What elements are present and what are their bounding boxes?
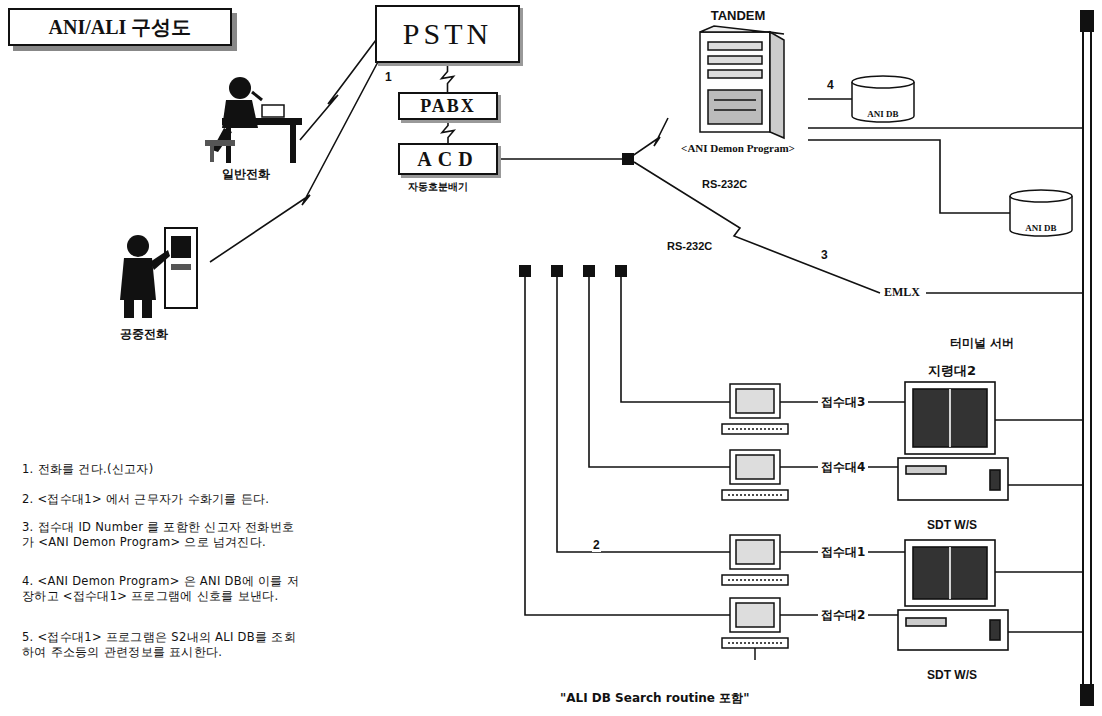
connector-line: [808, 140, 1010, 213]
port-squares: [519, 153, 634, 277]
phone-links: [210, 40, 380, 262]
callout-number: 2: [592, 538, 601, 552]
node-text: ACD: [417, 148, 478, 171]
callout-number: 4: [826, 78, 835, 92]
connector-line: [498, 118, 668, 159]
step-text: 2. <접수대1> 에서 근무자가 수화기를 든다.: [22, 492, 302, 507]
terminal-label: 접수대2: [818, 607, 868, 624]
connector-line: [442, 63, 454, 92]
terminal-label: 접수대4: [818, 459, 868, 476]
desk-phone-person: [205, 77, 302, 163]
node-text: 지령대2: [928, 362, 976, 380]
phone-line: [300, 40, 376, 140]
node-text: ANI DB: [1025, 223, 1056, 233]
switch-box: PABX: [398, 92, 498, 120]
node-text: TANDEM: [711, 8, 766, 23]
phone-line: [210, 58, 380, 262]
step-text: 5. <접수대1> 프로그램은 S2내의 ALI DB를 조회하여 주소등의 관…: [22, 630, 302, 660]
connector-line: [442, 120, 454, 143]
device-label: 터미널 서버: [950, 335, 1014, 352]
diagram-title: ANI/ALI 구성도: [49, 14, 192, 41]
node-text: ANI DB: [867, 109, 898, 119]
callout-number: 1: [384, 70, 393, 84]
device-label: EMLX: [882, 285, 922, 300]
workstation-icons: [898, 382, 1008, 650]
server-node: TANDEM <ANI Demon Program>: [668, 8, 808, 154]
signal-label: RS-232C: [700, 178, 749, 190]
node-text: PABX: [420, 96, 476, 117]
device-label: 자동호분배기: [408, 180, 468, 194]
title-box: ANI/ALI 구성도: [8, 8, 232, 46]
database-node: ANI DB: [1010, 188, 1072, 238]
database-node: ANI DB: [852, 74, 914, 124]
workstation-node: SDT W/S: [893, 532, 1011, 682]
bus-and-wires: [525, 10, 1094, 706]
signal-label: RS-232C: [665, 240, 714, 252]
node-subtext: SDT W/S: [927, 518, 977, 532]
payphone-person: [120, 228, 197, 318]
switch-box: ACD: [398, 143, 498, 175]
workstation-node: 지령대2SDT W/S: [893, 362, 1011, 532]
network-box: PSTN: [375, 5, 520, 63]
step-text: 1. 전화를 건다.(신고자): [22, 462, 302, 477]
note-text: "ALI DB Search routine 포함": [560, 690, 749, 707]
database-cylinder: [852, 76, 1072, 236]
phone-label: 일반전화: [222, 166, 270, 183]
node-text: SDT W/S: [927, 668, 977, 682]
step-text: 3. 접수대 ID Number 를 포함한 신고자 전화번호가 <ANI De…: [22, 520, 302, 550]
connector-line: [808, 98, 852, 100]
step-text: 4. <ANI Demon Program> 은 ANI DB에 이를 저장하고…: [22, 574, 302, 604]
terminal-icons: [722, 384, 788, 660]
node-text: PSTN: [403, 17, 492, 51]
server-tower: [700, 26, 784, 138]
callout-number: 3: [820, 248, 829, 262]
phone-label: 공중전화: [120, 326, 168, 343]
terminal-label: 접수대1: [818, 544, 868, 561]
terminal-label: 접수대3: [818, 394, 868, 411]
node-subtext: <ANI Demon Program>: [681, 142, 795, 154]
